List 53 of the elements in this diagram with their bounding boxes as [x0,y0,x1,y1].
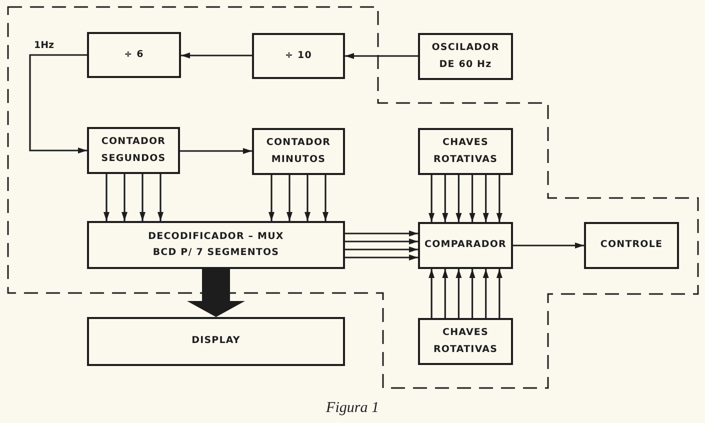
block-label: COMPARADOR [424,238,506,252]
block-label: CONTADOR MINUTOS [265,136,332,166]
block-box [252,33,345,79]
arrow [345,230,418,236]
arrow [442,175,448,222]
arrow [304,175,310,221]
arrow [442,269,448,318]
arrow [104,174,110,221]
block-box [252,128,345,175]
block-box [87,32,181,78]
block-label: DISPLAY [192,334,240,348]
arrow [496,269,502,318]
block-box [87,127,180,174]
figure-caption: Figura 1 [326,400,379,416]
arrow [469,269,476,318]
arrow [180,148,252,154]
edge-label: 1Hz [33,40,56,51]
arrow [496,175,502,222]
block-box [418,222,513,269]
block-label: DECODIFICADOR – MUX BCD P/ 7 SEGMENTOS [147,230,285,260]
block-label: CHAVES ROTATIVAS [432,136,499,166]
arrow [322,175,328,221]
arrow [29,54,87,154]
arrow [345,238,418,244]
arrow [268,175,274,221]
arrow [482,269,489,318]
block-box [418,33,513,80]
arrow [345,246,418,252]
arrow [158,174,164,221]
arrow [181,52,252,58]
arrow [482,175,489,222]
arrow [428,175,435,222]
arrow [345,254,418,260]
arrow [513,242,584,248]
block-label: CONTADOR SEGUNDOS [100,135,167,166]
block-label: OSCILADOR DE 60 Hz [430,41,500,72]
arrow [286,175,292,221]
block-box [87,317,345,366]
arrow [469,175,476,222]
arrow [428,269,435,318]
block-box [418,318,513,365]
block-label: CHAVES ROTATIVAS [432,326,499,356]
arrow [345,53,418,59]
block-label: ÷ 10 [285,48,312,63]
block-box [418,128,513,175]
arrow [456,175,462,222]
arrow [456,269,462,318]
block-label: ÷ 6 [124,48,144,62]
arrow [122,174,128,221]
block-label: CONTROLE [600,238,663,252]
arrow [140,174,146,221]
block-box [584,222,679,269]
block-box [87,221,345,269]
